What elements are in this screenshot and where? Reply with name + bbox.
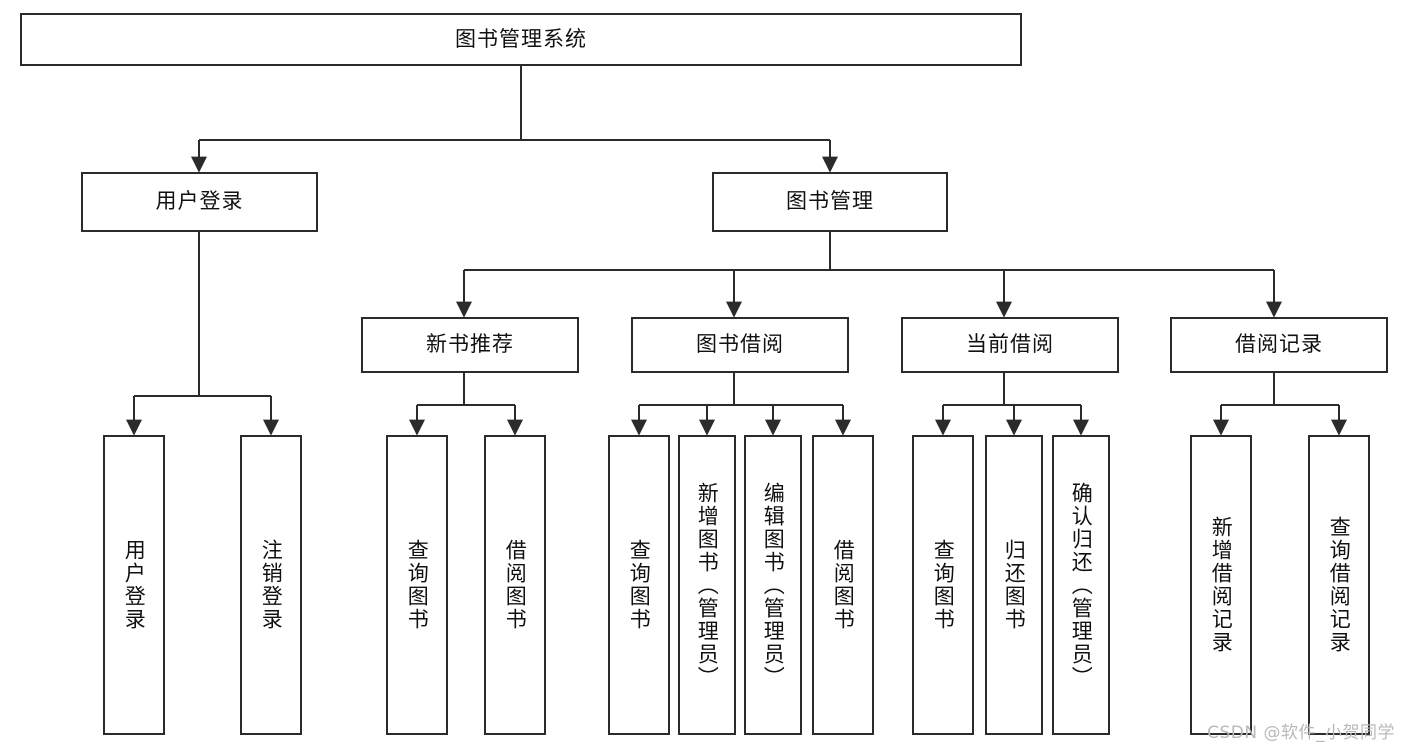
node-new-book-recommend[interactable]: 新书推荐 bbox=[361, 317, 579, 373]
node-label: 图书管理 bbox=[786, 189, 874, 214]
node-label: 查询借阅记录 bbox=[1327, 516, 1352, 654]
node-label: 当前借阅 bbox=[966, 332, 1054, 357]
csdn-watermark: CSDN @软件_小贺同学 bbox=[1207, 723, 1395, 743]
node-borrow-record[interactable]: 借阅记录 bbox=[1170, 317, 1388, 373]
node-label: 查询图书 bbox=[405, 539, 430, 631]
node-label: 用户登录 bbox=[155, 189, 244, 214]
node-label: 确认归还（管理员） bbox=[1069, 481, 1094, 689]
node-book-borrow[interactable]: 图书借阅 bbox=[631, 317, 849, 373]
node-leaf-add-book[interactable]: 新增图书（管理员） bbox=[678, 435, 736, 735]
node-label: 用户登录 bbox=[122, 539, 147, 631]
node-label: 查询图书 bbox=[931, 539, 956, 631]
node-root[interactable]: 图书管理系统 bbox=[20, 13, 1022, 66]
node-leaf-logout[interactable]: 注销登录 bbox=[240, 435, 302, 735]
node-leaf-borrow-book-1[interactable]: 借阅图书 bbox=[484, 435, 546, 735]
node-label: 查询图书 bbox=[627, 539, 652, 631]
node-label: 编辑图书（管理员） bbox=[761, 481, 786, 689]
node-leaf-borrow-book-2[interactable]: 借阅图书 bbox=[812, 435, 874, 735]
node-leaf-query-book-3[interactable]: 查询图书 bbox=[912, 435, 974, 735]
node-label: 图书借阅 bbox=[696, 332, 784, 357]
node-label: 新书推荐 bbox=[426, 332, 514, 357]
node-label: 注销登录 bbox=[259, 539, 284, 631]
node-leaf-user-login[interactable]: 用户登录 bbox=[103, 435, 165, 735]
node-leaf-return-book[interactable]: 归还图书 bbox=[985, 435, 1043, 735]
node-leaf-query-book-2[interactable]: 查询图书 bbox=[608, 435, 670, 735]
node-label: 新增图书（管理员） bbox=[695, 481, 720, 689]
node-label: 借阅图书 bbox=[503, 539, 528, 631]
node-label: 图书管理系统 bbox=[455, 26, 587, 51]
node-leaf-add-record[interactable]: 新增借阅记录 bbox=[1190, 435, 1252, 735]
node-label: 归还图书 bbox=[1002, 539, 1027, 631]
node-leaf-edit-book[interactable]: 编辑图书（管理员） bbox=[744, 435, 802, 735]
node-label: 新增借阅记录 bbox=[1209, 516, 1234, 654]
node-user-login[interactable]: 用户登录 bbox=[81, 172, 318, 232]
node-book-manage[interactable]: 图书管理 bbox=[712, 172, 948, 232]
node-leaf-query-record[interactable]: 查询借阅记录 bbox=[1308, 435, 1370, 735]
node-label: 借阅记录 bbox=[1235, 332, 1323, 357]
node-label: 借阅图书 bbox=[831, 539, 856, 631]
node-leaf-query-book-1[interactable]: 查询图书 bbox=[386, 435, 448, 735]
node-current-borrow[interactable]: 当前借阅 bbox=[901, 317, 1119, 373]
node-leaf-confirm-return[interactable]: 确认归还（管理员） bbox=[1052, 435, 1110, 735]
